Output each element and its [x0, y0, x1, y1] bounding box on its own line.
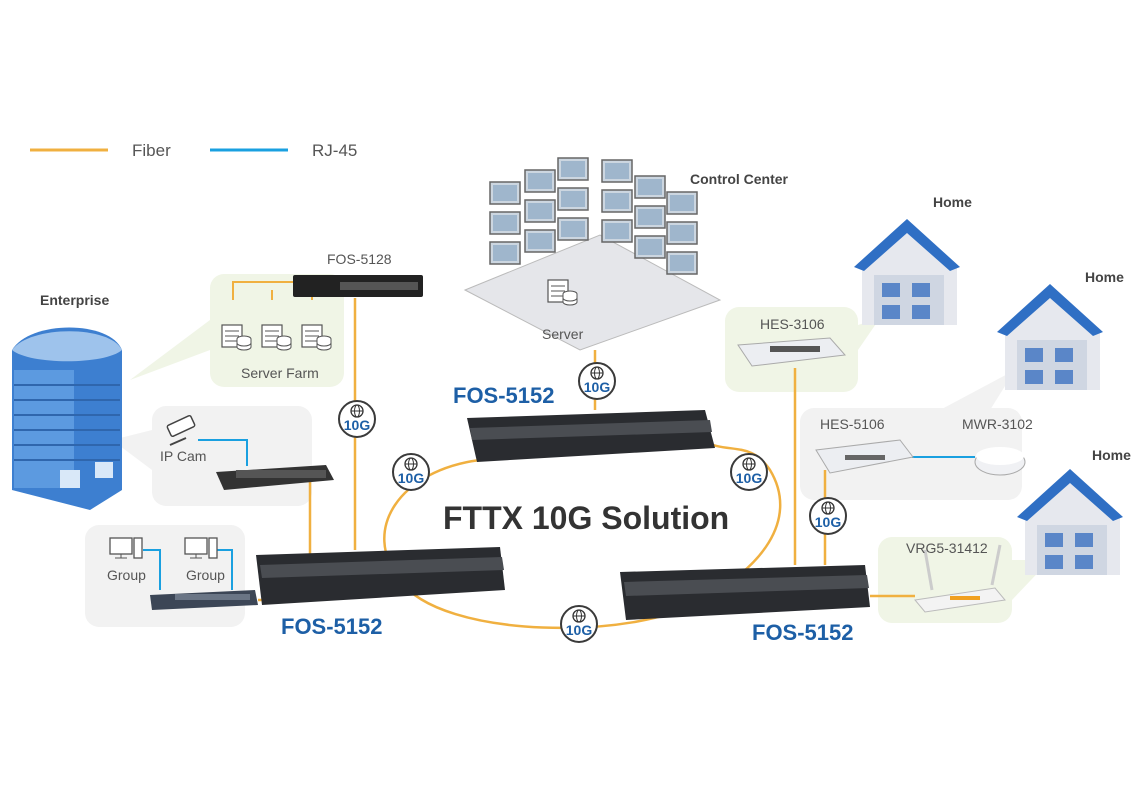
- mwr3102-device: [974, 447, 1026, 476]
- group-label-2: Group: [186, 567, 225, 583]
- enterprise-building: [12, 327, 122, 510]
- group-switch: [150, 590, 258, 610]
- badge-10g-3: 10G: [392, 453, 430, 491]
- diagram-title: FTTX 10G Solution: [443, 500, 730, 536]
- group-label-1: Group: [107, 567, 146, 583]
- globe-icon: [572, 609, 586, 623]
- vrg5-label: VRG5-31412: [906, 540, 988, 556]
- fos5152-right-label: FOS-5152: [752, 620, 854, 645]
- fiber-ring: [383, 438, 782, 630]
- badge-10g-4: 10G: [730, 453, 768, 491]
- home-label-2: Home: [1085, 269, 1124, 285]
- globe-icon: [821, 501, 835, 515]
- fos5152-top-switch: [467, 410, 715, 462]
- fos5152-right-switch: [620, 565, 870, 620]
- globe-icon: [590, 366, 604, 380]
- home-icon-2: [997, 284, 1103, 390]
- server-label: Server: [542, 326, 584, 342]
- home-label-1: Home: [933, 194, 972, 210]
- fos5152-top-label: FOS-5152: [453, 383, 555, 408]
- server-farm-label: Server Farm: [241, 365, 319, 381]
- globe-icon: [404, 457, 418, 471]
- ipcam-label: IP Cam: [160, 448, 207, 464]
- home-icon-1: [854, 219, 960, 325]
- fos5128-label: FOS-5128: [327, 251, 392, 267]
- hes5106-device: [815, 439, 914, 474]
- vrg5-router: [914, 544, 1006, 613]
- mwr3102-label: MWR-3102: [962, 416, 1033, 432]
- globe-icon: [742, 457, 756, 471]
- badge-10g-5: 10G: [809, 497, 847, 535]
- ipcam-switch: [216, 465, 334, 490]
- hes3106-device: [737, 337, 847, 367]
- fos5128-switch: [293, 275, 423, 297]
- enterprise-label: Enterprise: [40, 292, 110, 308]
- badge-10g-1: 10G: [338, 400, 376, 438]
- control-center: [463, 157, 722, 351]
- legend-rj45-label: RJ-45: [312, 141, 358, 160]
- home-icon-3: [1017, 469, 1123, 575]
- hes5106-label: HES-5106: [820, 416, 885, 432]
- globe-icon: [350, 404, 364, 418]
- badge-10g-2: 10G: [578, 362, 616, 400]
- camera-icon: [166, 414, 196, 446]
- home-label-3: Home: [1092, 447, 1131, 463]
- fos5152-left-switch: [256, 547, 505, 605]
- legend-fiber-label: Fiber: [132, 141, 171, 160]
- fos5152-left-label: FOS-5152: [281, 614, 383, 639]
- control-center-label: Control Center: [690, 171, 788, 187]
- hes3106-label: HES-3106: [760, 316, 825, 332]
- badge-10g-6: 10G: [560, 605, 598, 643]
